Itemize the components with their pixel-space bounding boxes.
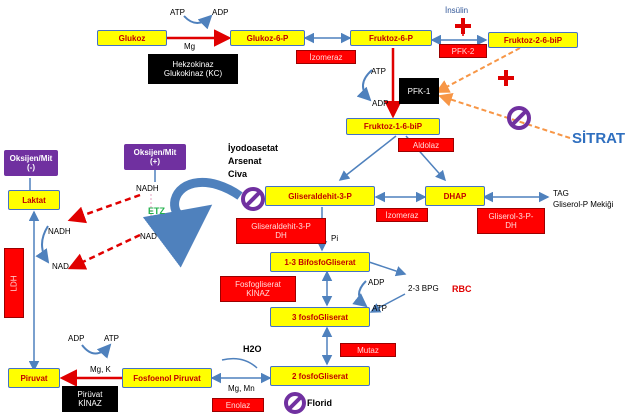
g3pdh-inhibition-icon (241, 187, 265, 211)
23bpg-3pg-arrow (369, 293, 406, 313)
adp-atp-curve-3 (352, 280, 368, 308)
fruktoz-1-6-bip-box: Fruktoz-1-6-biP (346, 118, 440, 135)
pfk1-enzyme-box: PFK-1 (399, 78, 439, 104)
florid-inhibition-icon (284, 392, 306, 414)
mutaz-enzyme-box: Mutaz (340, 343, 396, 357)
inhibitors-label: İyodoasetat Arsenat Civa (228, 143, 279, 179)
dhap-box: DHAP (425, 186, 485, 206)
piruvat-kinaz-enzyme-box: Pirüvat KİNAZ (62, 386, 118, 412)
f26bp-plus-sign (498, 70, 514, 86)
atp-adp-curve-2 (356, 69, 373, 102)
nad-mid-label: NAD (140, 232, 157, 241)
rbc-label: RBC (452, 284, 472, 294)
sitrat-inhibition-icon (507, 106, 531, 130)
fosfogliserat-2-box: 2 fosfoGliserat (270, 366, 370, 386)
adp-label-1: ADP (212, 8, 229, 17)
gliseraldehit-3-p-box: Gliseraldehit-3-P (265, 186, 375, 206)
bifosfogliserat-13-box: 1-3 BifosfoGliserat (270, 252, 370, 272)
h2o-label: H2O (243, 344, 262, 354)
insulin-plus-sign (455, 18, 471, 34)
izomeraz-enzyme-box-1: İzomeraz (296, 50, 356, 64)
hekzokinaz-enzyme-box: Hekzokinaz Glukokinaz (KC) (148, 54, 238, 84)
izomeraz-enzyme-box-2: İzomeraz (376, 208, 428, 222)
fruktoz-6-p-box: Fruktoz-6-P (350, 30, 432, 46)
mg-k-label: Mg, K (90, 365, 111, 374)
adp-label-4: ADP (68, 334, 85, 343)
ldh-enzyme-box: LDH (4, 248, 24, 318)
atp-label-4: ATP (104, 334, 119, 343)
g3pdh-big-curve-arrow (142, 178, 243, 268)
fosfogliserat-kinaz-enzyme-box: Fosfogliserat KİNAZ (220, 276, 296, 302)
atp-label-1: ATP (170, 8, 185, 17)
fruktoz-2-6-bip-box: Fruktoz-2-6-biP (488, 32, 578, 48)
ldh-label: LDH (9, 274, 19, 292)
nadh-left-label: NADH (48, 227, 71, 236)
nadh-top-label: NADH (136, 184, 159, 193)
pi-label: Pi (331, 234, 339, 243)
florid-label: Florid (307, 398, 332, 408)
piruvat-box: Piruvat (8, 368, 60, 388)
oksijen-mit-minus-box: Oksijen/Mit (-) (4, 150, 58, 176)
f16bp-g3p-arrow (338, 135, 397, 181)
bpg-23-label: 2-3 BPG (408, 284, 439, 293)
tag-label: TAG Gliserol-P Mekiği (553, 189, 614, 209)
glukoz-6-p-box: Glukoz-6-P (230, 30, 305, 46)
mg-mn-label: Mg, Mn (228, 384, 255, 393)
aldolaz-enzyme-box: Aldolaz (398, 138, 454, 152)
atp-label-3: ATP (372, 304, 387, 313)
atp-adp-curve-1 (183, 14, 213, 30)
glukoz-box: Glukoz (97, 30, 167, 46)
laktat-box: Laktat (8, 190, 60, 210)
adp-label-2: ADP (372, 99, 389, 108)
insulin-label: İnsülin (445, 6, 469, 15)
bpg-23bpg-arrow (368, 261, 407, 277)
mg-label-1: Mg (184, 42, 196, 51)
sitrat-label: SİTRAT (572, 130, 626, 147)
nadh-to-laktat-arrow (67, 193, 141, 224)
fosfogliserat-3-box: 3 fosfoGliserat (270, 307, 370, 327)
nadh-nad-curve-left (35, 225, 50, 264)
g3p-dh-enzyme-box: Gliseraldehit-3-P DH (236, 218, 326, 244)
gliserol-3-p-dh-enzyme-box: Gliserol-3-P- DH (477, 208, 545, 234)
nad-left-label: NAD (52, 262, 69, 271)
fosfoenol-piruvat-box: Fosfoenol Piruvat (122, 368, 212, 388)
adp-label-3: ADP (368, 278, 385, 287)
nad-to-laktat-arrow (67, 233, 141, 270)
sitrat-inhibition-arrow (438, 93, 571, 139)
etz-label: ETZ (148, 206, 165, 216)
h2o-curve (221, 357, 258, 369)
atp-label-2: ATP (371, 67, 386, 76)
enolaz-enzyme-box: Enolaz (212, 398, 264, 412)
pfk2-enzyme-box: PFK-2 (439, 44, 487, 58)
oksijen-mit-plus-box: Oksijen/Mit (+) (124, 144, 186, 170)
adp-atp-curve-4 (81, 343, 112, 359)
